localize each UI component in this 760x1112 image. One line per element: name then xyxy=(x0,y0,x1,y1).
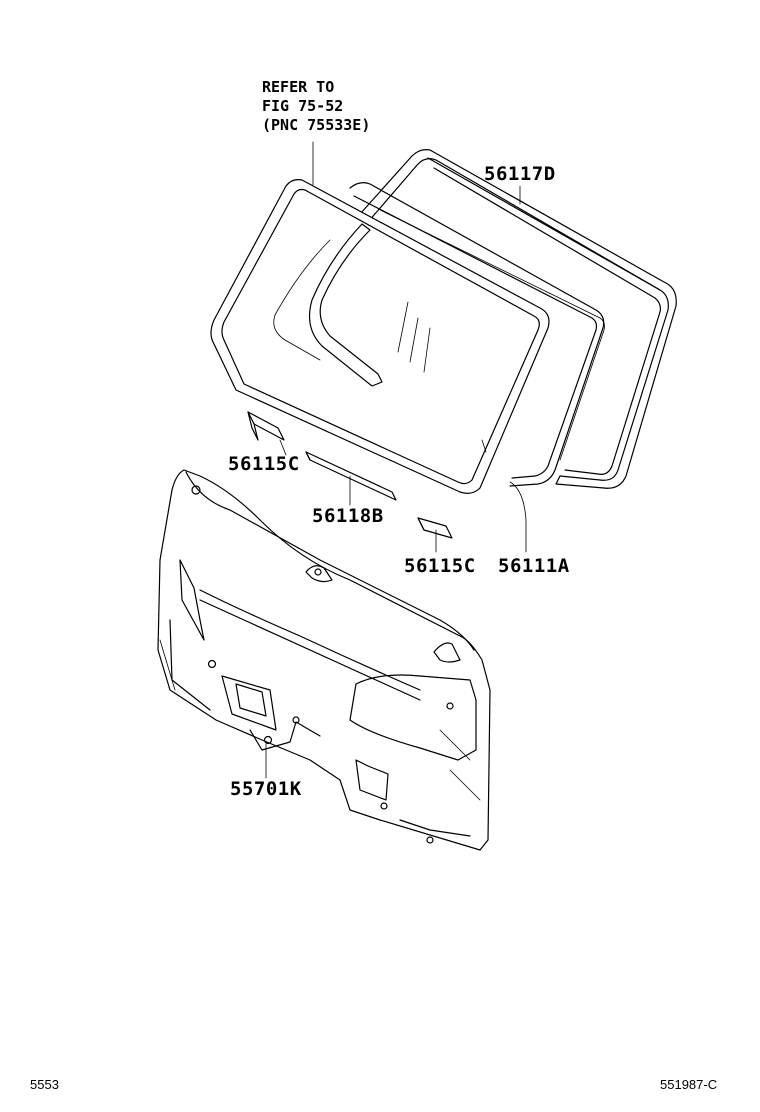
footer-left-code: 5553 xyxy=(30,1077,59,1092)
note-line-3: (PNC 75533E) xyxy=(262,116,370,134)
clip-right xyxy=(417,517,453,539)
part-label-clip-left[interactable]: 56115C xyxy=(228,453,300,475)
back-glass-middle-frame xyxy=(349,182,605,487)
footer-right-code: 551987-C xyxy=(660,1077,717,1092)
part-label-strip[interactable]: 56118B xyxy=(312,505,384,527)
clip-left xyxy=(247,411,285,441)
part-label-glass-outer[interactable]: 56117D xyxy=(484,163,556,185)
strip xyxy=(305,451,397,501)
part-label-glass[interactable]: 56111A xyxy=(498,555,570,577)
back-glass-front xyxy=(210,179,550,494)
note-line-2: FIG 75-52 xyxy=(262,97,343,115)
part-label-clip-right[interactable]: 56115C xyxy=(404,555,476,577)
leader-lines xyxy=(265,141,527,779)
part-label-panel[interactable]: 55701K xyxy=(230,778,302,800)
back-panel xyxy=(157,469,491,851)
note-line-1: REFER TO xyxy=(262,78,334,96)
